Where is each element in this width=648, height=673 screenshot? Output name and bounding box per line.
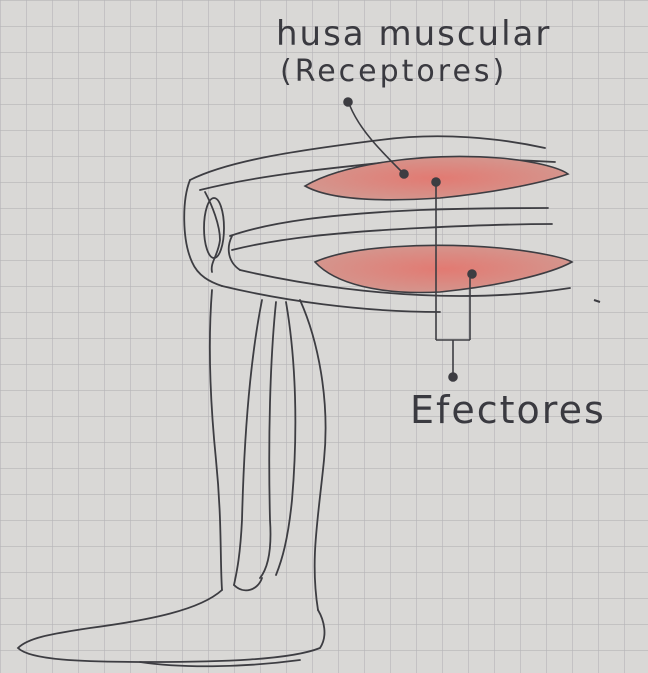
- receptor-label-subtitle: (Receptores): [280, 54, 507, 89]
- effector-label: Efectores: [410, 388, 606, 432]
- receptor-label-title: husa muscular: [276, 14, 551, 54]
